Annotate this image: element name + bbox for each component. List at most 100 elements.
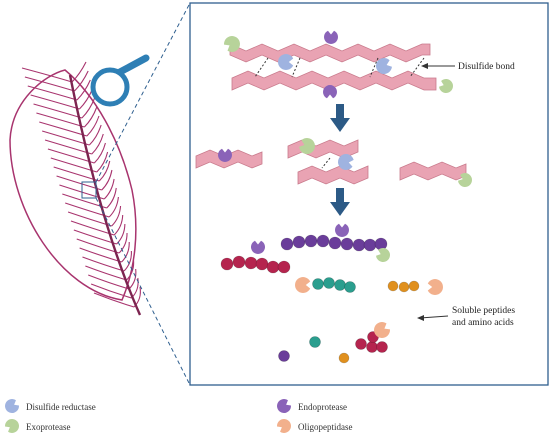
enzyme-icon — [5, 419, 19, 433]
feather-barb — [128, 268, 137, 290]
feather-barb — [71, 61, 87, 83]
enzyme-icon — [427, 279, 443, 295]
feather-barb — [96, 151, 109, 173]
feather-barb — [85, 265, 127, 281]
disulfide-bond-pointer-head — [421, 63, 428, 69]
feather-barb — [59, 184, 105, 200]
feather-barb — [24, 76, 75, 92]
feather-barb — [98, 160, 111, 182]
enzyme-icon — [323, 85, 337, 99]
feather-barb — [88, 274, 130, 290]
feather-barb — [74, 70, 89, 92]
peptide-chains — [220, 234, 420, 364]
feather-barb — [21, 67, 73, 83]
amino-acid-bead — [398, 281, 410, 293]
products-pointer — [419, 315, 449, 319]
enzyme-icon — [439, 79, 453, 93]
feather-icon — [9, 61, 142, 316]
amino-acid-bead — [244, 256, 258, 270]
feather-barb — [27, 85, 78, 101]
amino-acid-bead — [292, 235, 306, 249]
amino-acid-bead — [408, 280, 420, 292]
enzyme-icon — [5, 419, 19, 433]
amino-acid-bead — [323, 277, 335, 289]
amino-acid-bead — [352, 238, 366, 252]
enzyme-icon — [277, 419, 291, 433]
enzyme-icon — [277, 419, 291, 433]
amino-acid-bead — [309, 336, 321, 348]
feather-barb — [53, 166, 100, 182]
magnifier-icon — [90, 54, 150, 107]
amino-acid-bead — [338, 352, 350, 364]
feather-barb — [91, 133, 104, 155]
feather-barb — [86, 115, 100, 137]
amino-acid-bead — [316, 234, 330, 248]
amino-acid-bead — [280, 237, 294, 251]
disulfide-bond — [369, 57, 379, 78]
amino-acid-bead — [255, 257, 269, 271]
feather-barb — [56, 175, 102, 191]
enzyme-icon — [299, 138, 315, 154]
enzyme-icon — [295, 277, 311, 293]
amino-acid-bead — [387, 280, 399, 292]
enzyme-icon — [277, 399, 291, 413]
amino-acid-bead — [304, 234, 318, 248]
legend-label: Oligopeptidase — [298, 422, 353, 432]
feather-barb — [84, 106, 98, 128]
feather-barb — [108, 196, 119, 218]
zoom-line-top — [95, 2, 191, 183]
legend-item-endoprotease: Endoprotease — [277, 399, 347, 413]
zoom-panel — [189, 2, 549, 386]
enzyme-icon — [278, 54, 294, 70]
enzyme-icon — [5, 399, 19, 413]
feather-barb — [81, 97, 96, 119]
disulfide-bond-label: Disulfide bond — [458, 61, 515, 72]
feather-barb — [88, 124, 102, 146]
amino-acid-bead — [340, 237, 354, 251]
process-arrow — [330, 104, 350, 132]
enzyme-icon — [335, 223, 349, 237]
feather-rachis — [68, 74, 142, 316]
feather-barb — [118, 232, 128, 254]
products-label-line2: and amino acids — [452, 318, 514, 328]
amino-acid-bead — [266, 260, 280, 274]
amino-acid-bead — [363, 238, 377, 252]
feather-barb — [106, 187, 117, 209]
feather-barb — [103, 178, 115, 200]
enzyme-icon — [224, 36, 240, 52]
legend-item-disulfide-reductase: Disulfide reductase — [5, 399, 96, 413]
feather-barb — [90, 283, 132, 299]
legend-label: Disulfide reductase — [26, 402, 96, 412]
amino-acid-bead — [232, 255, 246, 269]
legend: Disulfide reductase Exoprotease Endoprot… — [5, 399, 353, 433]
legend-label: Exoprotease — [26, 422, 70, 432]
amino-acid-bead — [334, 279, 346, 291]
enzyme-icon — [338, 154, 354, 170]
feather-barb — [93, 142, 106, 164]
amino-acid-bead — [344, 281, 356, 293]
feather-barb — [65, 202, 110, 218]
feather-barb — [62, 193, 107, 209]
legend-item-exoprotease: Exoprotease — [5, 419, 70, 433]
products-pointer-head — [417, 315, 424, 321]
feather-vane — [9, 69, 137, 301]
amino-acid-bead — [312, 278, 324, 290]
enzyme-icon — [324, 30, 338, 44]
amino-acid-bead — [366, 341, 378, 353]
enzyme-icon — [251, 240, 265, 254]
enzyme-icon — [376, 248, 390, 262]
enzyme-icon — [218, 148, 232, 162]
amino-acid-bead — [355, 338, 367, 350]
feather-barb — [76, 79, 91, 101]
feather-barb — [113, 214, 124, 236]
feather-barb — [111, 205, 122, 227]
feather-barb — [126, 259, 135, 281]
enzymes — [218, 30, 472, 338]
enzyme-icon — [458, 173, 472, 187]
amino-acid-bead — [278, 350, 290, 362]
disulfide-bond — [291, 57, 301, 78]
enzyme-icon — [374, 322, 390, 338]
feather-zoom-region — [81, 181, 97, 199]
amino-acid-bead — [277, 260, 291, 274]
